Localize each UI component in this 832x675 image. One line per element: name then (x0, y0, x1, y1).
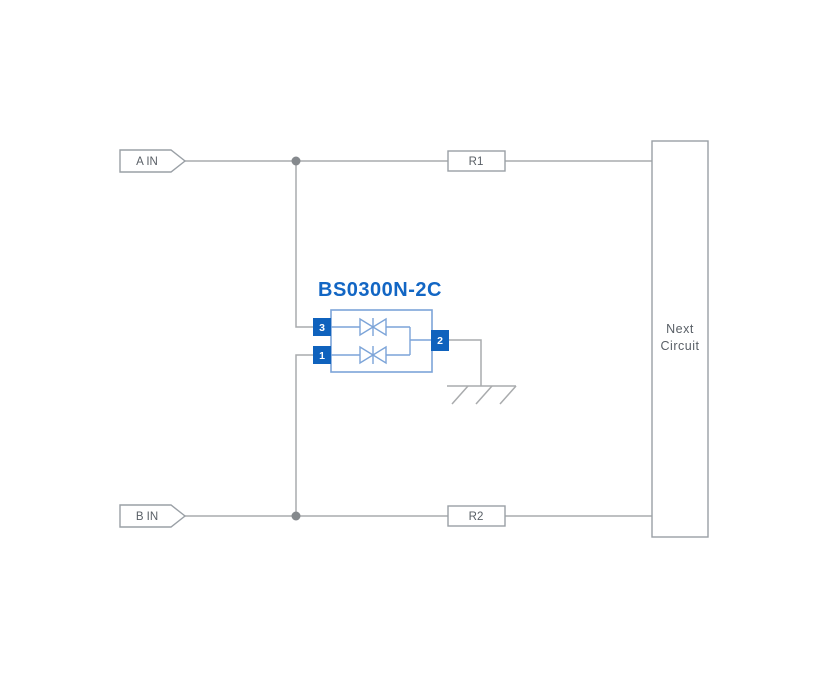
input-a: A IN (119, 149, 187, 173)
resistor-r1-label: R1 (469, 156, 484, 168)
tvs-diode-top-triangle-right (359, 317, 375, 337)
pin-1: 1 (313, 346, 331, 364)
resistor-r1: R1 (447, 150, 506, 172)
ground-slash-3 (499, 385, 517, 405)
tvs-diode-bottom-triangle-left (371, 345, 387, 365)
ground-slash-2 (475, 385, 493, 405)
tvs-component: 3 1 2 (313, 309, 449, 373)
ground-slash-1 (451, 385, 469, 405)
pin-2: 2 (431, 330, 449, 351)
pin-3-number: 3 (319, 322, 325, 334)
component-title: BS0300N-2C (318, 279, 442, 301)
resistor-r1-body (447, 150, 506, 172)
tvs-diode-bottom-triangle-right (359, 345, 375, 365)
pin-3-pad (313, 318, 331, 336)
wire-a-to-pin3 (295, 161, 313, 328)
input-a-label: A IN (136, 156, 158, 168)
tvs-diode-bottom (359, 345, 387, 365)
pin-2-number: 2 (437, 335, 443, 347)
input-a-shape (119, 149, 187, 173)
pin-2-pad (431, 330, 449, 351)
next-circuit-block: Next Circuit (651, 140, 709, 538)
tvs-component-body (330, 309, 433, 373)
ground-symbol (447, 385, 517, 405)
tvs-diode-top (359, 317, 387, 337)
pin-1-number: 1 (319, 350, 325, 362)
input-b-shape (119, 504, 187, 528)
junction-dot-b (291, 511, 301, 521)
next-circuit-label-line2: Circuit (661, 339, 700, 353)
tvs-diode-top-triangle-left (371, 317, 387, 337)
junction-dot-a (291, 156, 301, 166)
input-b: B IN (119, 504, 187, 528)
next-circuit-body (651, 140, 709, 538)
input-b-label: B IN (136, 511, 158, 523)
resistor-r2: R2 (447, 505, 506, 527)
wire-pin2-to-ground (449, 339, 482, 386)
resistor-r2-label: R2 (469, 511, 484, 523)
wire-b-to-pin1 (295, 354, 313, 516)
pin-3: 3 (313, 318, 331, 336)
next-circuit-label-line1: Next (666, 322, 694, 336)
pin-1-pad (313, 346, 331, 364)
resistor-r2-body (447, 505, 506, 527)
